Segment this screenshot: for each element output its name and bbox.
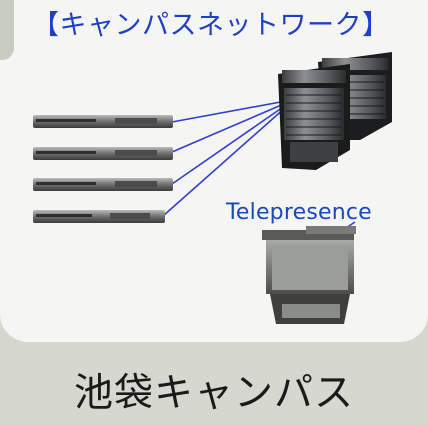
- server-icon: [33, 115, 173, 128]
- server-icon: [33, 147, 173, 160]
- telepresence-unit-icon: [262, 226, 356, 324]
- link-2: [171, 102, 287, 153]
- core-switch-icon: [278, 64, 350, 170]
- link-4: [162, 106, 287, 217]
- campus-caption: 池袋キャンパス: [73, 371, 354, 416]
- network-diagram: [33, 52, 392, 324]
- link-3: [171, 104, 287, 185]
- link-1: [171, 100, 287, 123]
- telepresence-label: Telepresence: [226, 200, 372, 225]
- server-icon: [33, 210, 165, 223]
- corner-shade: [0, 0, 14, 60]
- server-icon: [33, 178, 173, 191]
- network-links: [162, 100, 356, 233]
- page-title: 【キャンパスネットワーク】: [32, 10, 390, 41]
- campus-network-panel: 【キャンパスネットワーク】 Telepresence: [0, 0, 428, 342]
